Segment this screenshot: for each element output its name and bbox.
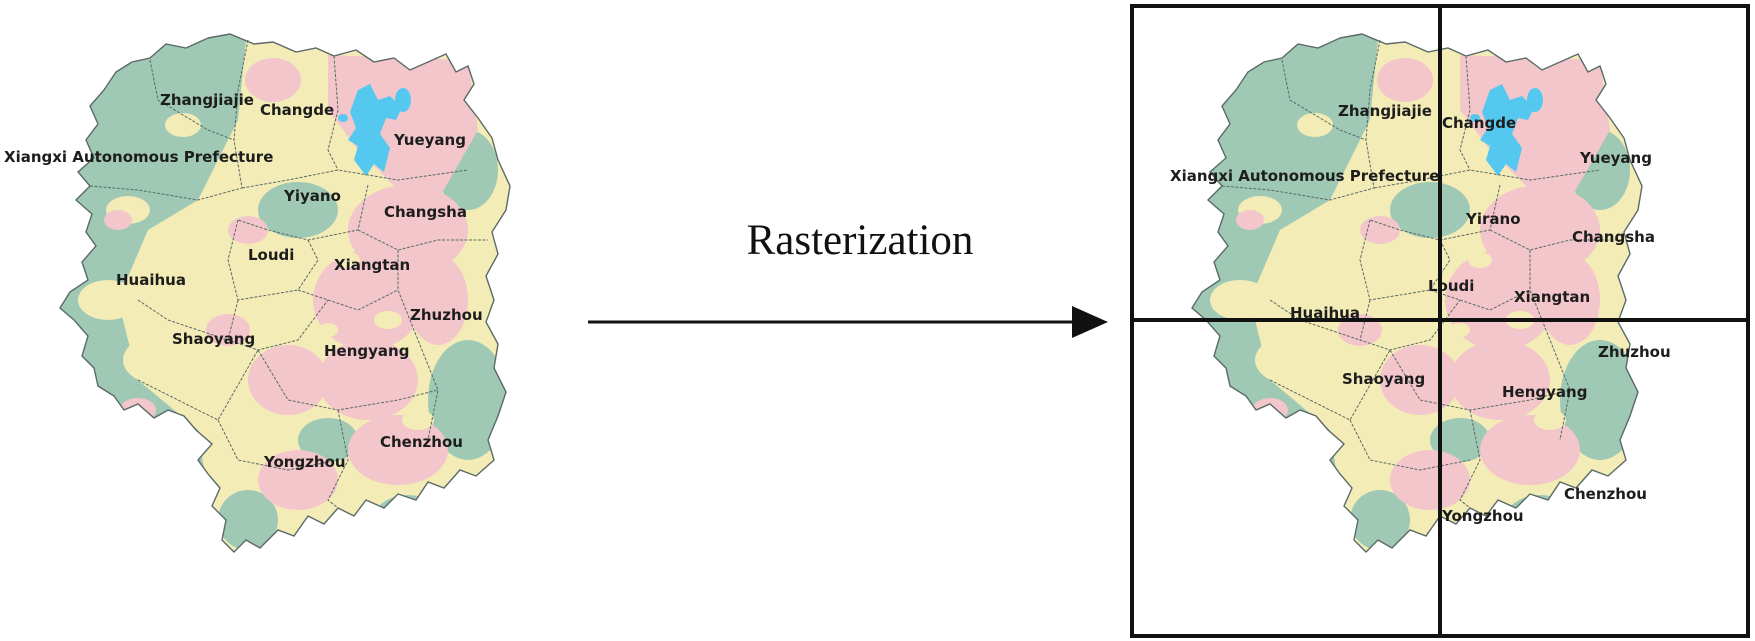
label-xiangxi: Xiangxi Autonomous Prefecture	[1170, 167, 1439, 185]
label-yongzhou: Yongzhou	[263, 453, 346, 471]
label-changsha: Changsha	[1572, 228, 1655, 246]
label-shaoyang: Shaoyang	[172, 330, 255, 348]
label-yiyang: Yirano	[1465, 210, 1521, 228]
label-loudi: Loudi	[248, 246, 294, 264]
label-xiangxi: Xiangxi Autonomous Prefecture	[4, 148, 273, 166]
label-zhuzhou: Zhuzhou	[1598, 343, 1671, 361]
raster-grid	[1130, 4, 1750, 638]
label-hengyang: Hengyang	[324, 342, 409, 360]
label-yiyang: Yiyano	[283, 187, 341, 205]
label-xiangtan: Xiangtan	[1514, 288, 1590, 306]
label-chenzhou: Chenzhou	[380, 433, 463, 451]
label-chenzhou: Chenzhou	[1564, 485, 1647, 503]
label-yongzhou: Yongzhou	[1441, 507, 1524, 525]
label-changsha: Changsha	[384, 203, 467, 221]
label-yueyang: Yueyang	[393, 131, 466, 149]
rasterized-map: Zhangjiajie Changde Yueyang Xiangxi Auto…	[1130, 4, 1750, 638]
label-zhangjiajie: Zhangjiajie	[160, 91, 254, 109]
label-shaoyang: Shaoyang	[1342, 370, 1425, 388]
arrowhead-icon	[1072, 306, 1108, 338]
rasterization-arrow: Rasterization	[588, 217, 1108, 338]
original-map: Zhangjiajie Changde Yueyang Xiangxi Auto…	[4, 20, 528, 570]
label-huaihua: Huaihua	[116, 271, 186, 289]
label-changde: Changde	[260, 101, 334, 119]
arrow-label: Rasterization	[747, 217, 974, 264]
label-loudi: Loudi	[1428, 277, 1474, 295]
label-huaihua: Huaihua	[1290, 304, 1360, 322]
label-yueyang: Yueyang	[1579, 149, 1652, 167]
label-zhangjiajie: Zhangjiajie	[1338, 102, 1432, 120]
label-hengyang: Hengyang	[1502, 383, 1587, 401]
label-xiangtan: Xiangtan	[334, 256, 410, 274]
label-changde: Changde	[1442, 114, 1516, 132]
label-zhuzhou: Zhuzhou	[410, 306, 483, 324]
